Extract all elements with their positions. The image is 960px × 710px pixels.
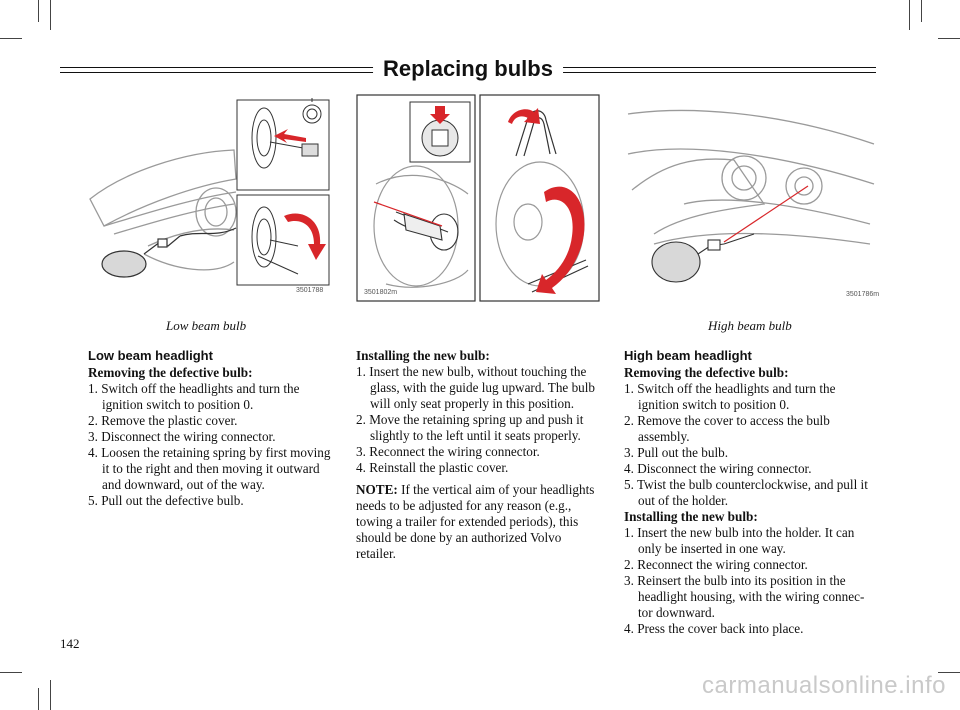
caption-low-beam: Low beam bulb — [166, 318, 247, 333]
list-item: 3. Disconnect the wiring connector. — [88, 429, 276, 444]
removing-subheading: Removing the defective bulb: — [88, 365, 253, 380]
list-item: 5. Pull out the defective bulb. — [88, 493, 244, 508]
installing-steps-list: 1. Insert the new bulb into the holder. … — [624, 525, 876, 637]
page-number: 142 — [60, 636, 80, 651]
page-title: Replacing bulbs — [373, 52, 563, 86]
low-beam-install-column: Installing the new bulb: 1. Insert the n… — [356, 348, 604, 562]
list-item: 1. Insert the new bulb, without touching… — [356, 364, 596, 411]
watermark: carmanualsonline.info — [702, 672, 946, 699]
list-item: 5. Twist the bulb counterclockwise, and … — [624, 477, 868, 508]
list-item: 3. Pull out the bulb. — [624, 445, 729, 460]
crop-mark — [50, 680, 51, 710]
low-beam-heading: Low beam headlight — [88, 348, 213, 363]
crop-mark — [938, 672, 960, 673]
list-item: 3. Reinsert the bulb into its position i… — [624, 573, 865, 620]
list-item: 4. Loosen the retaining spring by first … — [88, 445, 331, 492]
low-beam-illustration — [89, 98, 330, 286]
crop-mark — [938, 38, 960, 39]
list-item: 1. Switch off the headlights and turn th… — [624, 381, 836, 412]
bulb-install-illustration — [356, 94, 600, 302]
high-beam-heading: High beam headlight — [624, 348, 752, 363]
crop-mark — [38, 688, 39, 710]
list-item: 1. Insert the new bulb into the holder. … — [624, 525, 855, 556]
removing-steps-list: 1. Switch off the headlights and turn th… — [88, 381, 332, 509]
figure-low-beam: 3501788 — [84, 94, 336, 304]
crop-mark — [0, 672, 22, 673]
removing-subheading: Removing the defective bulb: — [624, 365, 789, 380]
figure-code: 3501786m — [846, 291, 880, 298]
list-item: 2. Move the retaining spring up and push… — [356, 412, 584, 443]
list-item: 4. Disconnect the wiring connector. — [624, 461, 812, 476]
note-paragraph: NOTE: If the vertical aim of your headli… — [356, 482, 604, 562]
caption-high-beam: High beam bulb — [708, 318, 792, 333]
crop-mark — [0, 38, 22, 39]
figure-code: 3501802m — [364, 289, 398, 296]
removing-steps-list: 1. Switch off the headlights and turn th… — [624, 381, 876, 509]
list-item: 3. Reconnect the wiring connector. — [356, 444, 540, 459]
note-text: If the vertical aim of your headlights n… — [356, 482, 595, 561]
figure-high-beam: 3501786m — [624, 94, 880, 304]
list-item: 2. Remove the cover to access the bulb a… — [624, 413, 830, 444]
list-item: 4. Reinstall the plastic cover. — [356, 460, 509, 475]
crop-mark — [909, 0, 910, 30]
list-item: 4. Press the cover back into place. — [624, 621, 804, 636]
figure-bulb-install: 3501802m — [356, 94, 602, 304]
list-item: 2. Reconnect the wiring connector. — [624, 557, 808, 572]
list-item: 1. Switch off the headlights and turn th… — [88, 381, 300, 412]
figure-code: 3501788 — [296, 287, 324, 294]
low-beam-removal-column: Low beam headlight Removing the defectiv… — [88, 348, 332, 509]
crop-mark — [50, 0, 51, 30]
installing-subheading: Installing the new bulb: — [624, 509, 758, 524]
note-label: NOTE: — [356, 482, 398, 497]
high-beam-column: High beam headlight Removing the defecti… — [624, 348, 876, 637]
high-beam-illustration — [627, 109, 875, 283]
installing-subheading: Installing the new bulb: — [356, 348, 490, 363]
list-item: 2. Remove the plastic cover. — [88, 413, 238, 428]
crop-mark — [921, 0, 922, 22]
installing-steps-list: 1. Insert the new bulb, without touching… — [356, 364, 604, 476]
crop-mark — [38, 0, 39, 22]
section-title-bar: Replacing bulbs — [60, 52, 876, 86]
